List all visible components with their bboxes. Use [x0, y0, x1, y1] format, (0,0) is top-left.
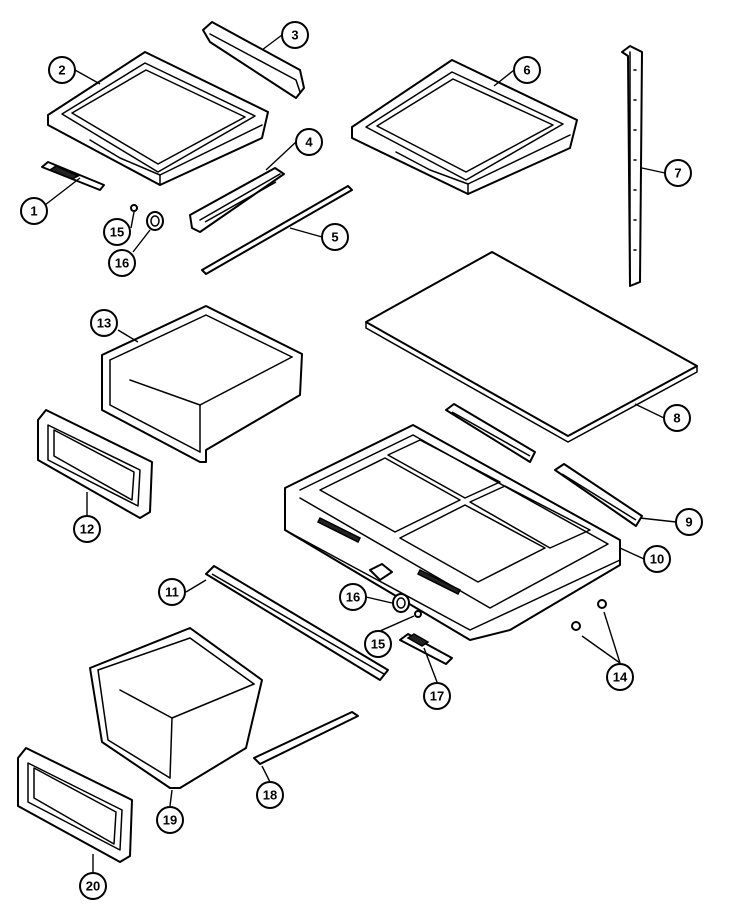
svg-text:14: 14 [613, 670, 628, 685]
callout-16-lower: 16 [339, 583, 367, 611]
svg-text:2: 2 [58, 63, 65, 78]
callout-3: 3 [281, 21, 309, 49]
part-14-screws [571, 599, 607, 631]
part-18-strip [253, 711, 359, 765]
svg-text:16: 16 [346, 590, 360, 605]
callout-15-lower: 15 [364, 630, 392, 658]
part-17-bracket [399, 633, 453, 665]
callout-10: 10 [643, 545, 671, 573]
svg-text:12: 12 [80, 522, 94, 537]
part-12-drawer-front [37, 409, 153, 519]
svg-text:20: 20 [86, 879, 100, 894]
callout-6: 6 [513, 56, 541, 84]
callout-19: 19 [156, 806, 184, 834]
svg-text:15: 15 [110, 225, 124, 240]
part-7-rail [621, 45, 643, 287]
svg-text:17: 17 [430, 689, 444, 704]
part-8-glass-panel [365, 251, 698, 443]
callout-4: 4 [295, 128, 323, 156]
part-15-16-knob-upper [130, 204, 164, 231]
svg-text:10: 10 [650, 552, 664, 567]
part-11-rail [205, 565, 389, 681]
part-9-slides [445, 403, 643, 527]
svg-text:7: 7 [674, 166, 681, 181]
svg-text:8: 8 [673, 411, 680, 426]
callout-12: 12 [73, 515, 101, 543]
callout-1: 1 [20, 197, 48, 225]
svg-text:13: 13 [97, 316, 111, 331]
callout-13: 13 [90, 309, 118, 337]
callout-5: 5 [321, 223, 349, 251]
part-2-shelf [47, 51, 269, 186]
callout-18: 18 [256, 781, 284, 809]
svg-text:4: 4 [305, 135, 313, 150]
svg-text:18: 18 [263, 788, 277, 803]
part-6-shelf [351, 59, 578, 195]
part-19-bin [89, 627, 263, 789]
svg-text:6: 6 [523, 63, 530, 78]
part-13-drawer [101, 305, 303, 463]
svg-text:5: 5 [331, 230, 338, 245]
svg-text:15: 15 [371, 637, 385, 652]
callout-7: 7 [664, 159, 692, 187]
callout-20: 20 [79, 872, 107, 900]
callout-9: 9 [675, 508, 703, 536]
callout-2: 2 [48, 56, 76, 84]
callout-15-upper: 15 [103, 218, 131, 246]
callout-14: 14 [606, 663, 634, 691]
svg-text:11: 11 [165, 585, 179, 600]
svg-text:3: 3 [291, 28, 298, 43]
svg-text:1: 1 [30, 204, 37, 219]
part-15-16-knob-lower [392, 593, 422, 618]
part-10-shelf-frame [284, 424, 621, 641]
leader-lines [44, 34, 677, 872]
svg-text:16: 16 [115, 256, 129, 271]
part-4-slide [189, 167, 285, 233]
part-5-rod [201, 185, 353, 275]
callout-16-upper: 16 [108, 249, 136, 277]
callout-17: 17 [423, 682, 451, 710]
part-3-trim [202, 21, 305, 99]
part-20-bin-front [17, 747, 133, 863]
callout-11: 11 [158, 578, 186, 606]
callout-8: 8 [663, 404, 691, 432]
part-1-bracket [41, 161, 105, 191]
svg-text:19: 19 [163, 813, 177, 828]
svg-text:9: 9 [685, 515, 692, 530]
